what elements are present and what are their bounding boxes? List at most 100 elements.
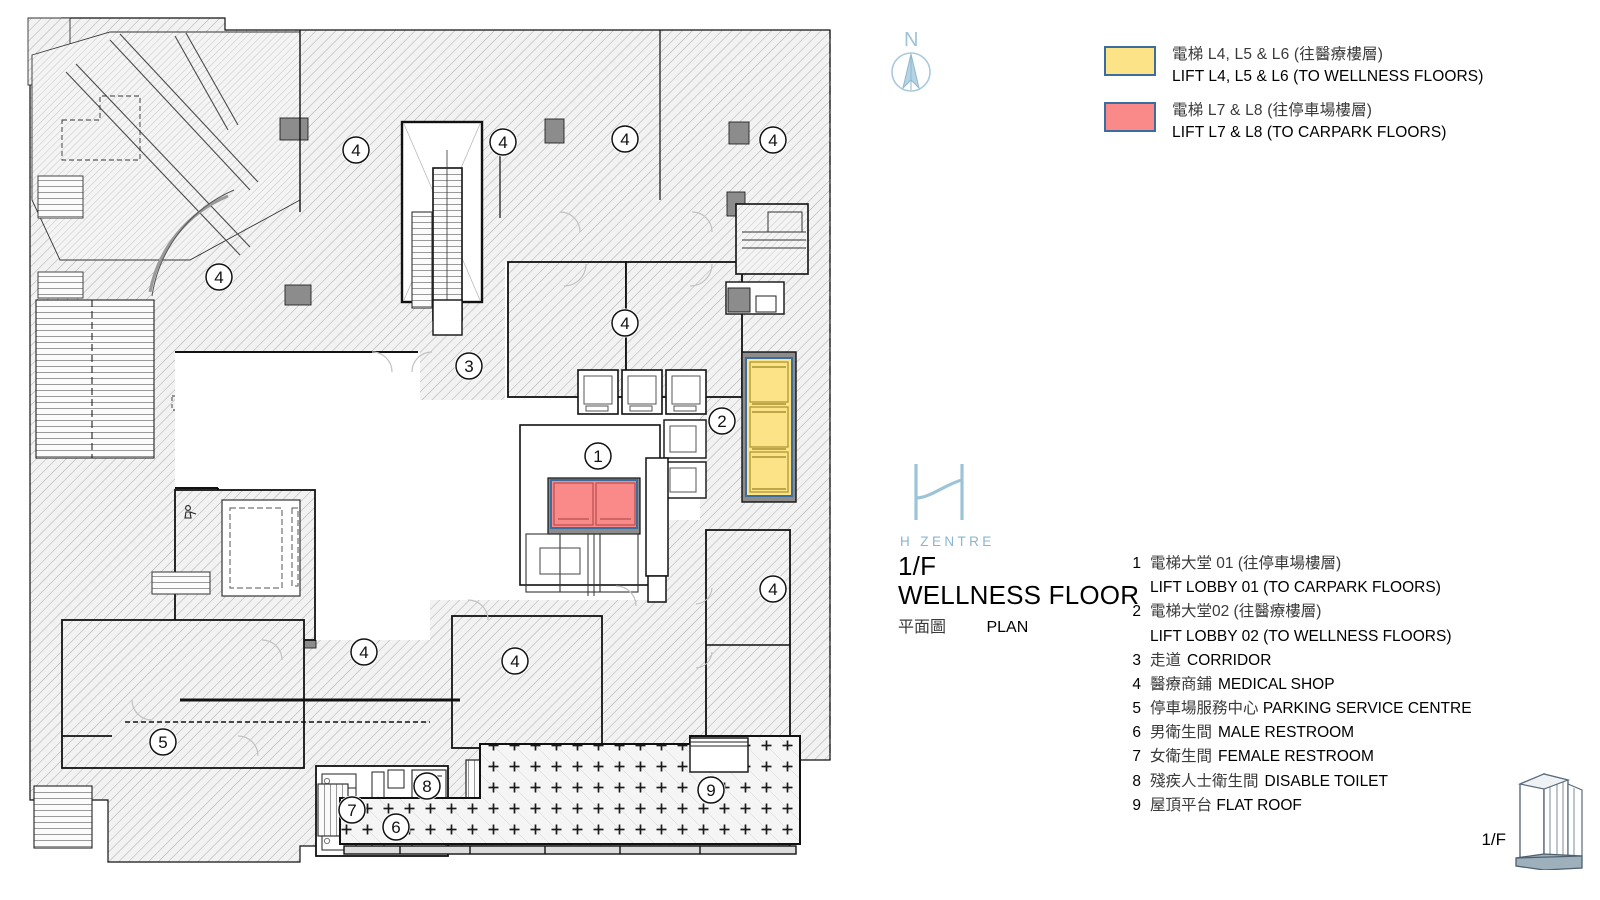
plan-marker-2: 2 [707,406,737,436]
plan-marker-4: 4 [341,135,371,165]
plan-marker-4: 4 [488,127,518,157]
key-item-label: 電梯大堂02 (往醫療樓層) [1150,600,1321,624]
floor-plan-drawing: 4 4 4 4 4 4 3 2 1 4 4 4 5 9 8 7 6 [27,17,831,863]
plan-marker-circle [489,128,517,156]
plan-marker-4: 4 [758,574,788,604]
plan-marker-circle [413,772,441,800]
north-compass: N [878,22,948,102]
key-item: 1 電梯大堂 01 (往停車場樓層) [1124,552,1544,576]
building-tower-icon [1515,772,1583,870]
ramp-zone-upper-left [27,17,301,299]
key-item-label-en: PARKING SERVICE CENTRE [1258,700,1472,718]
legend-swatch-wellness [1104,46,1156,76]
plan-marker-4: 4 [610,124,640,154]
plan-marker-number: 1 [593,447,602,466]
plan-marker-layer: 4 4 4 4 4 4 3 2 1 4 4 4 5 9 8 7 6 [148,124,788,842]
door-swings [131,211,713,757]
plan-marker-number: 9 [706,781,715,800]
key-item-number: 3 [1132,651,1141,669]
legend-wellness-en: LIFT L4, L5 & L6 (TO WELLNESS FLOORS) [1172,68,1484,85]
plan-marker-circle [759,126,787,154]
plan-marker-number: 8 [422,777,431,796]
key-item: 2 電梯大堂02 (往醫療樓層) [1124,600,1544,624]
plan-marker-6: 6 [381,812,411,842]
plan-marker-4: 4 [758,125,788,155]
plan-marker-7: 7 [337,795,367,825]
building-floor-label: 1/F [1481,830,1506,849]
lift-car-carpark [553,482,636,526]
key-item-label-cn: 停車場服務中心 [1150,700,1259,718]
key-item-label-cn: 屋頂平台 [1150,796,1213,814]
plan-marker-4: 4 [610,308,640,338]
legend-carpark-cn: 電梯 L7 & L8 (往停車場樓層) [1172,102,1373,119]
key-item-label-cn: 女衛生間 [1150,748,1213,766]
shops-right [695,529,791,761]
plan-marker-number: 6 [391,818,400,837]
key-item-sublabel: LIFT LOBBY 02 (TO WELLNESS FLOORS) [1150,627,1452,645]
key-item-label-en: FLAT ROOF [1212,796,1302,814]
legend-row-wellness-lift: 電梯 L4, L5 & L6 (往醫療樓層) LIFT L4, L5 & L6 … [1104,44,1574,88]
key-item-label: 停車場服務中心 PARKING SERVICE CENTRE [1150,697,1472,721]
h-zentre-mark-icon [914,464,964,520]
plan-marker-number: 4 [510,652,519,671]
key-item-label-cn: 走道 [1150,651,1182,669]
plan-marker-number: 4 [214,268,223,287]
key-item-label-cn: 殘疾人士衛生間 [1150,772,1259,790]
plan-marker-circle [708,407,736,435]
compass-north-label: N [904,29,918,51]
key-item-label: 電梯大堂 01 (往停車場樓層) [1150,552,1341,576]
floor-plan-key-list: 1 電梯大堂 01 (往停車場樓層) LIFT LOBBY 01 (TO CARPA… [1124,552,1544,818]
legend-text-carpark: 電梯 L7 & L8 (往停車場樓層) LIFT L7 & L8 (TO CAR… [1172,100,1447,144]
key-item-number: 6 [1132,724,1141,742]
key-item-sublabel: LIFT LOBBY 01 (TO CARPARK FLOORS) [1150,579,1441,597]
plan-marker-4: 4 [500,646,530,676]
floor-plan-svg: 4 4 4 4 4 4 3 2 1 4 4 4 5 9 8 7 6 [27,17,831,863]
building-level-indicator: 1/F [1458,762,1598,872]
plan-marker-1: 1 [583,441,613,471]
plan-marker-4: 4 [204,262,234,292]
plan-marker-circle [697,776,725,804]
key-item-label-en: CORRIDOR [1187,651,1272,669]
plan-marker-circle [611,125,639,153]
key-item-label-en: MEDICAL SHOP [1218,675,1335,693]
plan-marker-circle [584,442,612,470]
plan-marker-4: 4 [349,637,379,667]
brand-logo: H ZENTRE [900,458,1020,549]
stair-left-large [35,299,155,459]
key-item-label: 屋頂平台 FLAT ROOF [1150,794,1302,818]
key-item: 3 走道 CORRIDOR [1124,649,1544,673]
key-item-label-cn: 電梯大堂 01 (往停車場樓層) [1150,555,1342,572]
flat-roof-area [339,735,801,855]
key-item-number: 1 [1132,555,1141,572]
key-item-number: 7 [1132,748,1141,766]
shop-lower-mid [451,615,603,749]
corridor-stub-vertical [645,457,669,603]
plan-marker-circle [205,263,233,291]
floor-title-block: 1/F WELLNESS FLOOR 平面圖 PLAN [898,551,1139,637]
plan-marker-number: 7 [347,801,356,820]
stairs-bottom-left [33,783,349,849]
lobby-02-units [577,369,707,499]
plan-marker-9: 9 [696,775,726,805]
key-item-label-cn: 男衛生間 [1150,724,1213,742]
key-item-number: 8 [1132,772,1141,790]
plan-marker-8: 8 [412,771,442,801]
plan-marker-number: 4 [359,643,368,662]
legend-text-wellness: 電梯 L4, L5 & L6 (往醫療樓層) LIFT L4, L5 & L6 … [1172,44,1484,88]
floor-number: 1/F [898,551,937,581]
plan-marker-circle [149,728,177,756]
service-core-middle [525,533,639,596]
plan-marker-number: 3 [464,357,473,376]
key-item-number: 2 [1132,603,1141,621]
plan-marker-number: 5 [158,733,167,752]
plan-marker-number: 4 [351,141,360,160]
